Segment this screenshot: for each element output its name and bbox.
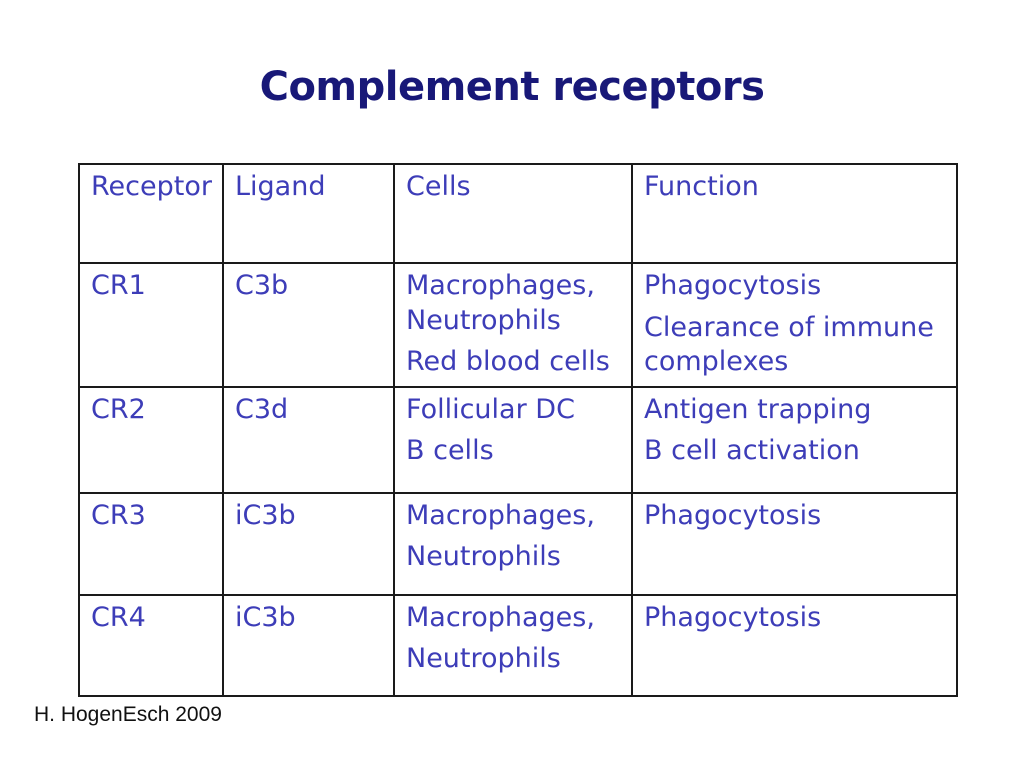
cell-text: CR3 [91, 499, 146, 531]
cell-receptor: CR1 [78, 262, 224, 388]
table-header-row: Receptor Ligand Cells Function [78, 163, 958, 264]
cell-function: Phagocytosis [631, 593, 958, 697]
cell-text: CR1 [91, 270, 146, 301]
cell-text: Antigen trapping [644, 393, 872, 425]
cell-text: Phagocytosis [644, 601, 822, 633]
table-row: CR3 iC3b Macrophages, Neutrophils Phagoc… [78, 491, 958, 596]
author-credit: H. HogenEsch 2009 [34, 703, 222, 726]
cell-receptor: CR2 [78, 385, 224, 494]
cell-text: CR4 [91, 601, 146, 633]
cell-text: Macrophages, [406, 601, 595, 633]
cell-cells: Macrophages, Neutrophils [393, 491, 633, 596]
column-header-ligand: Ligand [222, 163, 395, 264]
cell-text: iC3b [235, 601, 296, 633]
cell-text: B cell activation [644, 435, 860, 467]
table-row: CR1 C3b Macrophages, Neutrophils Red blo… [78, 262, 958, 388]
cell-ligand: iC3b [222, 593, 395, 697]
cell-text: Macrophages, [406, 499, 595, 531]
cell-text: Follicular DC [406, 393, 575, 425]
cell-cells: Macrophages, Neutrophils Red blood cells [393, 262, 633, 388]
cell-cells: Follicular DC B cells [393, 385, 633, 494]
cell-function: Antigen trapping B cell activation [631, 385, 958, 494]
cell-text: Phagocytosis [644, 270, 822, 301]
cell-text: C3d [235, 393, 289, 425]
cell-text: B cells [406, 435, 494, 467]
cell-text: C3b [235, 270, 289, 301]
cell-text: Macrophages, Neutrophils [406, 270, 595, 336]
cell-text: iC3b [235, 499, 296, 531]
cell-ligand: C3b [222, 262, 395, 388]
column-header-cells: Cells [393, 163, 633, 264]
cell-text: Phagocytosis [644, 499, 822, 531]
cell-receptor: CR4 [78, 593, 224, 697]
cell-text: Neutrophils [406, 643, 561, 675]
cell-text: CR2 [91, 393, 146, 425]
cell-receptor: CR3 [78, 491, 224, 596]
complement-receptors-table: Receptor Ligand Cells Function CR1 C3b M… [78, 163, 958, 697]
cell-ligand: iC3b [222, 491, 395, 596]
cell-ligand: C3d [222, 385, 395, 494]
cell-function: Phagocytosis [631, 491, 958, 596]
table-row: CR2 C3d Follicular DC B cells Antigen tr… [78, 385, 958, 494]
page-title: Complement receptors [259, 64, 765, 110]
table-row: CR4 iC3b Macrophages, Neutrophils Phagoc… [78, 593, 958, 697]
cell-text: Red blood cells [406, 346, 610, 378]
cell-cells: Macrophages, Neutrophils [393, 593, 633, 697]
cell-text: Neutrophils [406, 541, 561, 573]
cell-text: Clearance of immune complexes [644, 311, 934, 378]
column-header-function: Function [631, 163, 958, 264]
cell-function: Phagocytosis Clearance of immune complex… [631, 262, 958, 388]
column-header-receptor: Receptor [78, 163, 224, 264]
